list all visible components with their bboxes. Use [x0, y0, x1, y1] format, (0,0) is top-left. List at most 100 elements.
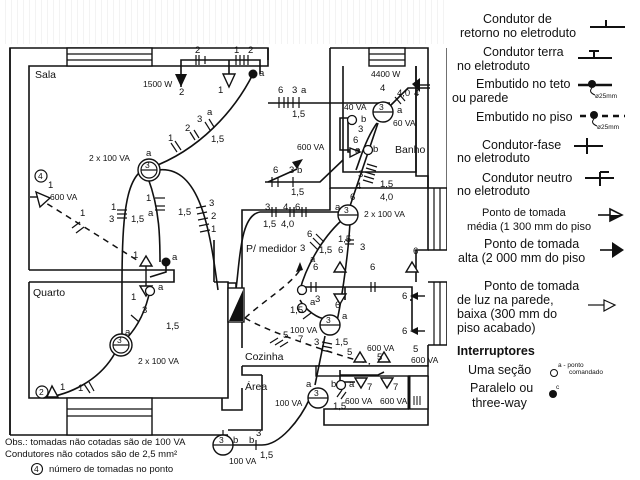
load-label: 600 VA	[297, 142, 325, 152]
conductor-ticks	[71, 55, 406, 450]
svg-text:ou parede: ou parede	[452, 91, 508, 105]
svg-text:a: a	[146, 148, 152, 159]
svg-text:2: 2	[248, 45, 253, 56]
svg-text:1,5: 1,5	[335, 337, 348, 348]
svg-text:a: a	[342, 311, 348, 322]
svg-text:6: 6	[402, 326, 407, 337]
svg-text:5: 5	[347, 347, 352, 358]
svg-text:7: 7	[298, 334, 303, 345]
svg-text:6: 6	[413, 246, 418, 257]
svg-text:a: a	[301, 85, 307, 96]
svg-text:de luz na parede,: de luz na parede,	[457, 293, 554, 307]
svg-text:1: 1	[146, 193, 151, 204]
svg-text:6: 6	[295, 202, 300, 213]
svg-text:3: 3	[209, 198, 214, 209]
return-conductor-icon	[590, 20, 625, 28]
three-way-switch-icon	[161, 257, 171, 267]
low-outlet-icon	[332, 293, 348, 306]
svg-text:three-way: three-way	[472, 396, 528, 410]
svg-text:2: 2	[179, 87, 184, 98]
switches: 4 2	[34, 69, 374, 399]
load-label: 100 VA	[229, 456, 257, 466]
note-line-1: Obs.: tomadas não cotadas são de 100 VA	[5, 437, 186, 448]
load-label: 600 VA	[380, 396, 408, 406]
svg-text:b: b	[331, 379, 336, 390]
svg-text:3: 3	[315, 294, 320, 305]
load-label: 1500 W	[143, 79, 172, 89]
svg-text:3: 3	[344, 205, 349, 215]
svg-text:3: 3	[289, 165, 294, 176]
svg-text:6: 6	[273, 165, 278, 176]
outlet-count-badge	[34, 169, 48, 183]
svg-text:4,0: 4,0	[397, 88, 410, 99]
svg-text:1: 1	[218, 85, 223, 96]
svg-text:3: 3	[109, 214, 114, 225]
load-label: 600 VA	[411, 355, 439, 365]
svg-text:Condutor-fase: Condutor-fase	[482, 138, 561, 152]
svg-text:5: 5	[377, 352, 382, 363]
switch-icon	[335, 379, 347, 391]
svg-text:3: 3	[265, 202, 270, 213]
svg-text:6: 6	[278, 85, 283, 96]
note-line-3: número de tomadas no ponto	[49, 464, 173, 475]
svg-text:1: 1	[168, 133, 173, 144]
svg-text:a: a	[355, 145, 361, 156]
svg-text:a: a	[310, 297, 316, 308]
svg-text:1: 1	[78, 383, 83, 394]
svg-text:3: 3	[197, 114, 202, 125]
svg-text:4: 4	[414, 88, 419, 99]
medium-outlet-icon	[34, 190, 52, 209]
lamp-exterior: 3	[212, 430, 234, 456]
svg-text:b: b	[249, 435, 254, 446]
svg-text:1: 1	[60, 382, 65, 393]
svg-text:3: 3	[300, 243, 305, 254]
svg-text:1: 1	[211, 224, 216, 235]
svg-text:3: 3	[379, 102, 384, 112]
svg-text:1: 1	[133, 250, 138, 261]
svg-text:3: 3	[358, 169, 363, 180]
room-label-banho: Banho	[395, 144, 426, 156]
svg-text:2: 2	[185, 123, 190, 134]
neutral-conductor-icon	[585, 171, 614, 186]
svg-text:1,5: 1,5	[319, 245, 332, 256]
svg-text:b: b	[373, 144, 378, 155]
svg-text:b: b	[233, 435, 238, 446]
svg-text:Condutor terra: Condutor terra	[483, 45, 564, 59]
svg-text:1: 1	[131, 292, 136, 303]
low-outlet-icon	[352, 350, 368, 363]
lamp-sala: 3	[137, 158, 161, 182]
svg-text:Ponto de tomada: Ponto de tomada	[484, 279, 579, 293]
svg-text:a: a	[172, 252, 178, 263]
medium-outlet-icon	[598, 207, 624, 223]
svg-text:no eletroduto: no eletroduto	[457, 151, 530, 165]
svg-text:1,5: 1,5	[263, 219, 276, 230]
arrow-head	[296, 262, 303, 272]
arrow-line	[267, 168, 298, 183]
svg-text:6: 6	[338, 245, 343, 256]
load-label: 40 VA	[344, 102, 367, 112]
switch-icon	[346, 114, 358, 126]
svg-text:5: 5	[413, 344, 418, 355]
meter-label: P/ medidor	[246, 243, 297, 255]
switch-icon	[296, 284, 308, 296]
svg-text:4: 4	[38, 171, 43, 181]
svg-text:7: 7	[393, 382, 398, 393]
svg-text:1,5: 1,5	[380, 179, 393, 190]
svg-text:no eletroduto: no eletroduto	[457, 184, 530, 198]
svg-text:1,5: 1,5	[333, 401, 346, 412]
svg-text:3: 3	[358, 124, 363, 135]
three-way-switch-icon	[248, 69, 258, 79]
svg-text:Condutor neutro: Condutor neutro	[482, 171, 572, 185]
lamp-hall: 3	[337, 204, 359, 226]
lamp-cozinha: 3	[319, 314, 341, 336]
svg-text:2: 2	[39, 387, 44, 397]
load-label: 4400 W	[371, 69, 400, 79]
load-label: 2 x 100 VA	[89, 153, 130, 163]
svg-text:comandado: comandado	[569, 369, 603, 376]
walls	[9, 47, 448, 436]
room-label-sala: Sala	[35, 69, 56, 81]
svg-text:a - ponto: a - ponto	[558, 362, 584, 369]
svg-text:1,5: 1,5	[338, 234, 351, 245]
svg-text:Ponto de tomada: Ponto de tomada	[482, 207, 567, 219]
svg-text:piso acabado): piso acabado)	[457, 321, 536, 335]
